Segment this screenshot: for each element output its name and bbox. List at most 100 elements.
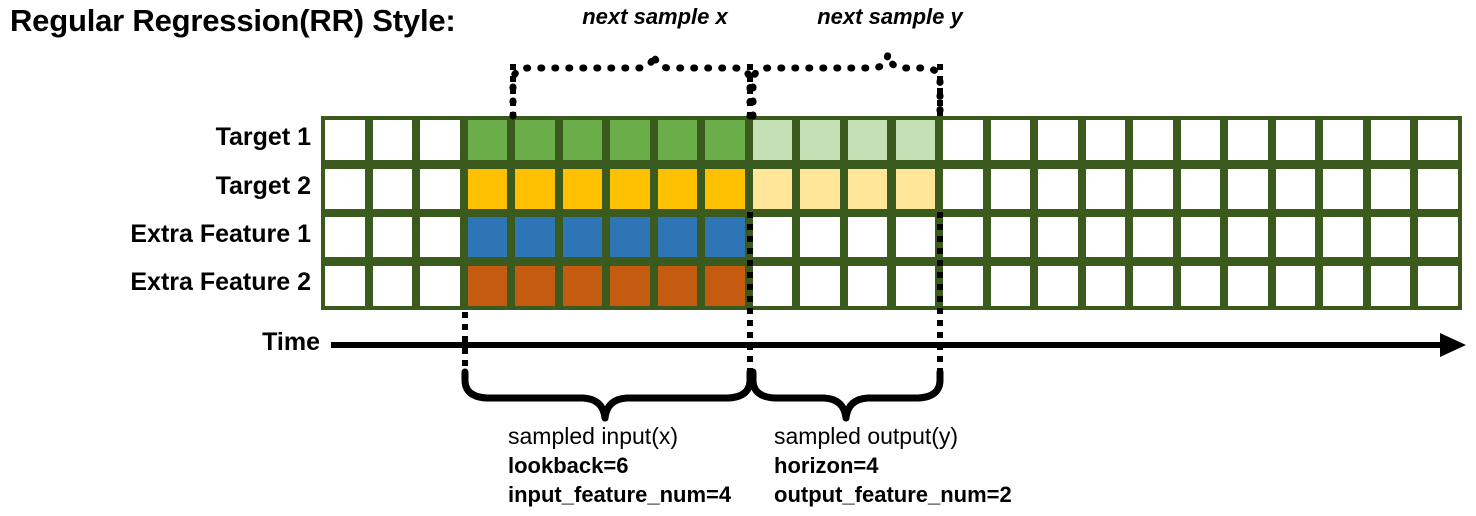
grid-cell-input [705, 168, 745, 209]
grid-cell-empty [372, 120, 413, 160]
grid-cell-empty [990, 168, 1031, 209]
grid-cell-empty [372, 168, 413, 209]
grid-cell-empty [1228, 168, 1268, 209]
grid-cell-empty [372, 265, 413, 306]
grid-cell-empty [372, 217, 413, 257]
grid-cell-empty [1323, 217, 1363, 257]
grid-cell-input [705, 217, 745, 257]
row-label-extra-feature-1: Extra Feature 1 [130, 220, 311, 248]
grid-cell-empty [1228, 265, 1268, 306]
row-label-target-2: Target 2 [215, 172, 311, 200]
grid-row [321, 165, 1462, 214]
grid-cell-empty [1038, 217, 1078, 257]
grid-cell-empty [1085, 168, 1126, 209]
note-input-lookback: lookback=6 [508, 453, 629, 478]
grid-cell-empty [1228, 217, 1268, 257]
grid-cell-empty [420, 120, 460, 160]
caption-next-sample-y: next sample y [817, 4, 963, 29]
grid-cell-output [847, 120, 888, 160]
grid-cell-empty [1085, 265, 1126, 306]
grid-cell-empty [990, 265, 1031, 306]
bottom-brace-sampled-input [461, 368, 754, 422]
grid-cell-empty [943, 120, 983, 160]
dotted-line-input-start [510, 64, 516, 116]
grid-cell-input [562, 265, 603, 306]
grid-cell-input [562, 120, 603, 160]
grid-cell-input [515, 120, 555, 160]
grid-cell-empty [943, 217, 983, 257]
grid-cell-empty [325, 217, 365, 257]
grid-cell-empty [420, 168, 460, 209]
note-input-feature-num: input_feature_num=4 [508, 482, 732, 507]
grid-cell-empty [1370, 168, 1411, 209]
bottom-brace-sampled-output [749, 368, 944, 422]
grid-cell-empty [1418, 217, 1458, 257]
grid-cell-empty [800, 265, 840, 306]
grid-cell-input [610, 265, 650, 306]
grid-cell-empty [752, 265, 793, 306]
grid-cell-empty [1038, 168, 1078, 209]
grid-cell-input [467, 168, 508, 209]
dotted-line-input-end-top [747, 64, 753, 116]
grid-cell-empty [1418, 120, 1458, 160]
grid-cell-output [895, 120, 936, 160]
grid-cell-input [467, 265, 508, 306]
grid-cell-input [705, 265, 745, 306]
grid-cell-input [657, 265, 698, 306]
caption-next-sample-x: next sample x [582, 4, 728, 29]
grid-cell-empty [1133, 217, 1173, 257]
grid-cell-output [847, 168, 888, 209]
grid-cell-empty [895, 265, 936, 306]
grid-row [321, 213, 1462, 262]
time-axis-line [331, 342, 1456, 348]
grid-cell-empty [1275, 265, 1316, 306]
grid-cell-empty [800, 217, 840, 257]
grid-cell-empty [990, 120, 1031, 160]
grid-cell-empty [1133, 265, 1173, 306]
top-brace-next-sample-x [509, 53, 754, 120]
grid-cell-input [562, 217, 603, 257]
grid-cell-output [800, 120, 840, 160]
grid-cell-output [895, 168, 936, 209]
dotted-line-input-start-lower [462, 312, 468, 374]
grid-cell-empty [1323, 168, 1363, 209]
grid-cell-empty [1418, 168, 1458, 209]
grid-cell-empty [1038, 265, 1078, 306]
dotted-line-input-end-lower [747, 212, 753, 374]
grid-cell-empty [1275, 168, 1316, 209]
grid-cell-empty [1228, 120, 1268, 160]
grid-cell-empty [1133, 168, 1173, 209]
grid-cell-input [467, 217, 508, 257]
grid-cell-output [752, 168, 793, 209]
grid-cell-empty [420, 217, 460, 257]
grid-cell-empty [1370, 120, 1411, 160]
grid-cell-empty [1038, 120, 1078, 160]
grid-cell-empty [847, 217, 888, 257]
page-title: Regular Regression(RR) Style: [10, 3, 456, 38]
grid-cell-empty [990, 217, 1031, 257]
note-output-feature-num: output_feature_num=2 [774, 482, 1012, 507]
grid-cell-empty [325, 120, 365, 160]
grid-cell-empty [1085, 120, 1126, 160]
grid-cell-output [752, 120, 793, 160]
row-label-target-1: Target 1 [215, 123, 311, 151]
dotted-line-output-end-top [937, 64, 943, 116]
grid-cell-empty [1418, 265, 1458, 306]
dotted-line-output-end-lower [937, 212, 943, 374]
time-axis-arrow-icon [1440, 333, 1466, 357]
grid-cell-empty [1323, 265, 1363, 306]
grid-cell-input [657, 217, 698, 257]
grid-cell-input [610, 217, 650, 257]
grid-cell-empty [1370, 217, 1411, 257]
grid-cell-empty [943, 168, 983, 209]
grid-cell-empty [943, 265, 983, 306]
grid-cell-empty [1085, 217, 1126, 257]
grid-cell-empty [1323, 120, 1363, 160]
grid-cell-input [705, 120, 745, 160]
grid-cell-empty [1275, 120, 1316, 160]
note-sampled-output: sampled output(y) horizon=4 output_featu… [774, 422, 1012, 509]
grid-cell-empty [325, 168, 365, 209]
time-axis-label: Time [262, 328, 320, 356]
note-output-header: sampled output(y) [774, 423, 959, 449]
